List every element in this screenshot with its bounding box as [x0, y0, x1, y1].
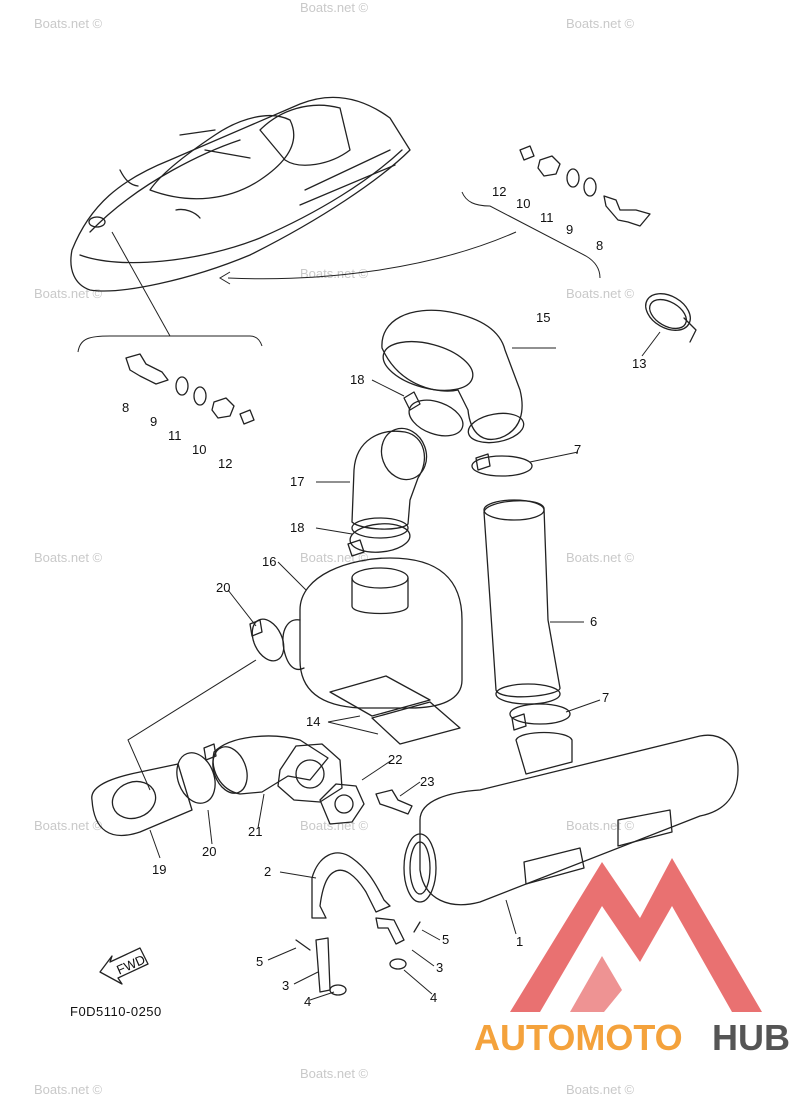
- part-5-screws: [295, 921, 421, 951]
- fwd-arrow-icon: FWD: [99, 947, 149, 985]
- hardware-group-right: [519, 145, 651, 227]
- watermark: Boats.net ©: [300, 0, 369, 15]
- callout-6: 6: [590, 614, 597, 629]
- watermark: Boats.net ©: [300, 1066, 369, 1081]
- watermark: Boats.net ©: [300, 550, 369, 565]
- callout-23: 23: [420, 774, 434, 789]
- callout-15: 15: [536, 310, 550, 325]
- watermark: Boats.net ©: [566, 1082, 635, 1097]
- part-18-clamps: [347, 391, 464, 557]
- callout-4: 4: [304, 994, 311, 1009]
- callout-18: 18: [290, 520, 304, 535]
- watermark: Boats.net ©: [34, 818, 103, 833]
- callout-5: 5: [442, 932, 449, 947]
- watermark: Boats.net ©: [34, 550, 103, 565]
- part-13-clamp: [645, 293, 697, 343]
- part-20-clamps: [176, 618, 285, 804]
- watercraft-illustration: [70, 96, 411, 292]
- logo-text-automoto: AUTOMOTO: [474, 1017, 683, 1058]
- callout-13: 13: [632, 356, 646, 371]
- part-19-hose: [91, 763, 193, 837]
- part-7-clamps: [471, 453, 571, 731]
- watermark: Boats.net ©: [566, 818, 635, 833]
- callout-11: 11: [168, 428, 182, 443]
- callout-8: 8: [596, 238, 603, 253]
- callout-10: 10: [516, 196, 530, 211]
- callout-5: 5: [256, 954, 263, 969]
- bracket-left: [77, 335, 263, 353]
- part-16-chamber: [282, 557, 463, 709]
- part-15-elbow: [381, 309, 525, 444]
- part-23-bolt: [375, 789, 413, 815]
- callout-21: 21: [248, 824, 262, 839]
- callout-20: 20: [202, 844, 216, 859]
- part-4-washers: [329, 958, 407, 996]
- callout-3: 3: [436, 960, 443, 975]
- logo-text-hub: HUB: [712, 1017, 790, 1058]
- callout-2: 2: [264, 864, 271, 879]
- callout-12: 12: [218, 456, 232, 471]
- hardware-group-left: [125, 353, 255, 425]
- callout-8: 8: [122, 400, 129, 415]
- fwd-label: FWD: [114, 952, 147, 978]
- watermark: Boats.net ©: [566, 550, 635, 565]
- callout-9: 9: [566, 222, 573, 237]
- callout-17: 17: [290, 474, 304, 489]
- leader-lines: [127, 331, 661, 1001]
- part-2-strap: [311, 852, 391, 919]
- watermark: Boats.net ©: [566, 286, 635, 301]
- part-6-hose: [483, 499, 561, 705]
- callout-20: 20: [216, 580, 230, 595]
- watermark: Boats.net ©: [300, 818, 369, 833]
- automotohub-logo: AUTOMOTO HUB: [474, 858, 790, 1058]
- callout-7: 7: [602, 690, 609, 705]
- pointer-right: [227, 231, 517, 280]
- watermark: Boats.net ©: [34, 286, 103, 301]
- callout-11: 11: [540, 210, 554, 225]
- watermark: Boats.net ©: [34, 1082, 103, 1097]
- callout-7: 7: [574, 442, 581, 457]
- part-17-elbow: [351, 427, 428, 539]
- part-14-pads: [329, 675, 461, 745]
- part-3-brackets: [315, 917, 405, 993]
- callout-16: 16: [262, 554, 276, 569]
- arrow-head: [219, 271, 231, 285]
- callout-18: 18: [350, 372, 364, 387]
- callout-12: 12: [492, 184, 506, 199]
- part-21-elbow: [212, 735, 329, 795]
- watermark: Boats.net ©: [566, 16, 635, 31]
- bracket-right: [461, 191, 601, 279]
- callout-22: 22: [388, 752, 402, 767]
- pointer-left: [111, 231, 171, 337]
- callout-4: 4: [430, 990, 437, 1005]
- callout-19: 19: [152, 862, 166, 877]
- callout-3: 3: [282, 978, 289, 993]
- callout-10: 10: [192, 442, 206, 457]
- callout-labels: 12 10 11 9 8 8 9 11 10 12 13 15 18 7 17 …: [122, 184, 646, 1009]
- part-22-gasket: [277, 743, 365, 825]
- callout-14: 14: [306, 714, 320, 729]
- watermarks: Boats.net © Boats.net © Boats.net © Boat…: [34, 0, 635, 1097]
- callout-9: 9: [150, 414, 157, 429]
- watermark: Boats.net ©: [300, 266, 369, 281]
- diagram-code: F0D5110-0250: [70, 1004, 162, 1019]
- callout-1: 1: [516, 934, 523, 949]
- watermark: Boats.net ©: [34, 16, 103, 31]
- part-1-muffler: [403, 731, 739, 906]
